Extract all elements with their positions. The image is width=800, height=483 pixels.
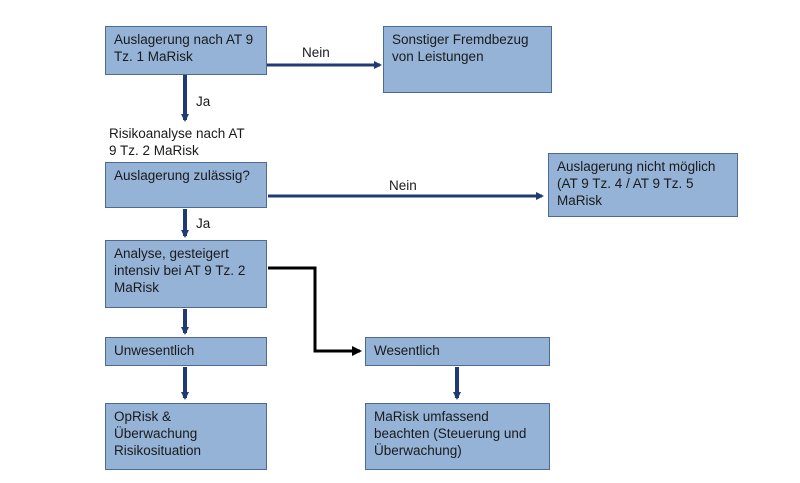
box-significant: Wesentlich xyxy=(365,337,550,366)
label-yes-1: Ja xyxy=(196,94,211,109)
label-no-1: Nein xyxy=(302,45,330,60)
box-insignificant: Unwesentlich xyxy=(105,337,267,366)
label-no-2: Nein xyxy=(389,178,417,193)
box-outsourcing-check: Auslagerung nach AT 9 Tz. 1 MaRisk xyxy=(105,26,267,75)
box-analysis: Analyse, gesteigert intensiv bei AT 9 Tz… xyxy=(105,240,267,308)
label-risk-analysis: Risikoanalyse nach AT 9 Tz. 2 MaRisk xyxy=(109,126,245,158)
label-yes-2: Ja xyxy=(196,216,211,231)
box-oprisk: OpRisk & Überwachung Risikosituation xyxy=(105,403,267,470)
box-permissible: Auslagerung zulässig? xyxy=(105,162,267,208)
box-other-procurement: Sonstiger Fremdbezug von Leistungen xyxy=(383,26,552,93)
box-not-possible: Auslagerung nicht möglich (AT 9 Tz. 4 / … xyxy=(548,153,738,217)
arrow-analysis-to-significant xyxy=(268,266,362,356)
box-marisk-full: MaRisk umfassend beachten (Steuerung und… xyxy=(365,403,550,470)
